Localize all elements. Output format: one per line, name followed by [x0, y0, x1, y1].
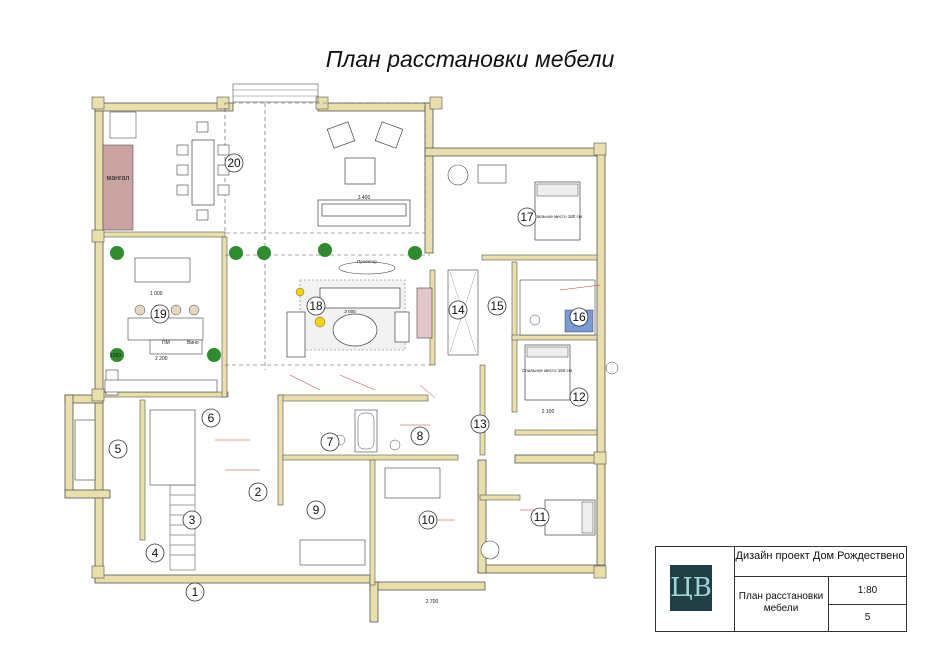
room-marker-circle	[418, 510, 438, 530]
room-marker-circle	[185, 582, 205, 602]
room-marker-circle	[410, 426, 430, 446]
project-name: Дизайн проект Дом Рождествено	[734, 547, 906, 577]
room-number: 18	[309, 299, 323, 313]
terrace-chairs	[176, 121, 230, 221]
room-marker-circle	[306, 500, 326, 520]
room-marker-circle	[108, 439, 128, 459]
room-marker-circle	[487, 296, 507, 316]
svg-text:3 000: 3 000	[344, 309, 356, 314]
room-marker-circle	[517, 207, 537, 227]
room-marker-circle	[248, 482, 268, 502]
room-number: 10	[421, 513, 435, 527]
room-number: 1	[192, 585, 199, 599]
svg-text:1050: 1050	[110, 353, 121, 359]
svg-text:Проектор: Проектор	[357, 259, 377, 264]
room-number: 20	[227, 156, 241, 170]
svg-text:3 400: 3 400	[358, 195, 371, 201]
room-marker-circle	[530, 507, 550, 527]
terrace-table	[191, 139, 215, 206]
room-marker-circle	[306, 296, 326, 316]
laundry-10	[384, 467, 441, 499]
svg-text:Спальное место 180 см: Спальное место 180 см	[532, 214, 582, 219]
armchair	[447, 164, 469, 186]
terrace-steps	[232, 83, 319, 103]
mangal	[102, 144, 134, 231]
room-number: 5	[115, 442, 122, 456]
boiler-room-6	[149, 409, 196, 486]
room-number: 14	[451, 303, 465, 317]
page-number: 5	[864, 612, 871, 623]
company-logo: ЦВ	[670, 565, 712, 611]
room-number: 17	[520, 210, 534, 224]
title-block: ЦВ Дизайн проект Дом Рождествено План ра…	[655, 546, 907, 632]
scale: 1:80	[829, 577, 906, 605]
workbench-5	[74, 419, 96, 481]
room-number: 13	[473, 417, 487, 431]
room-number: 11	[534, 510, 547, 524]
svg-text:2 700: 2 700	[426, 599, 439, 605]
room-number: 15	[490, 299, 504, 313]
svg-text:1 000: 1 000	[150, 291, 163, 297]
svg-text:2 100: 2 100	[542, 409, 555, 415]
svg-text:2 200: 2 200	[155, 356, 168, 362]
plants	[110, 243, 422, 362]
room-marker-circle	[569, 387, 589, 407]
room-marker-circle	[470, 414, 490, 434]
kitchen-furniture	[104, 257, 218, 396]
room-number: 16	[572, 310, 586, 324]
room-number: 2	[255, 485, 262, 499]
room-number: 19	[153, 307, 167, 321]
room-marker-circle	[201, 408, 221, 428]
room-number: 9	[313, 503, 320, 517]
svg-text:Спальное место 160 см: Спальное место 160 см	[522, 368, 572, 373]
terrace-lounge	[317, 121, 411, 227]
room-marker-circle	[182, 510, 202, 530]
room-marker-circle	[145, 543, 165, 563]
room-marker-circle	[320, 432, 340, 452]
room-marker-circle	[150, 304, 170, 324]
sink	[109, 111, 137, 139]
room-number: 4	[152, 546, 159, 560]
page-title: План расстановки мебели	[325, 46, 615, 72]
mangal-label: мангал	[107, 175, 130, 182]
room-marker-circle	[448, 300, 468, 320]
room-marker-circle	[569, 307, 589, 327]
room-number: 6	[208, 411, 215, 425]
interior-walls	[102, 231, 598, 586]
dresser	[477, 164, 507, 184]
svg-text:Вино: Вино	[187, 340, 199, 346]
room-number: 12	[572, 390, 586, 404]
lamp	[295, 287, 305, 297]
wardrobe-9	[299, 539, 366, 566]
sheet-name: План расстановки мебели	[734, 577, 829, 631]
logo-cell: ЦВ	[656, 547, 735, 631]
room-number: 7	[327, 435, 334, 449]
room-number: 8	[417, 429, 424, 443]
svg-text:ПМ: ПМ	[162, 340, 170, 346]
annotations	[215, 284, 601, 521]
room-marker-circle	[224, 153, 244, 173]
projector	[338, 261, 396, 275]
wall-corner-marks	[91, 96, 607, 579]
room-number: 3	[189, 513, 196, 527]
living-furniture	[286, 287, 410, 358]
wardrobe	[416, 287, 433, 339]
lamp	[314, 316, 326, 328]
